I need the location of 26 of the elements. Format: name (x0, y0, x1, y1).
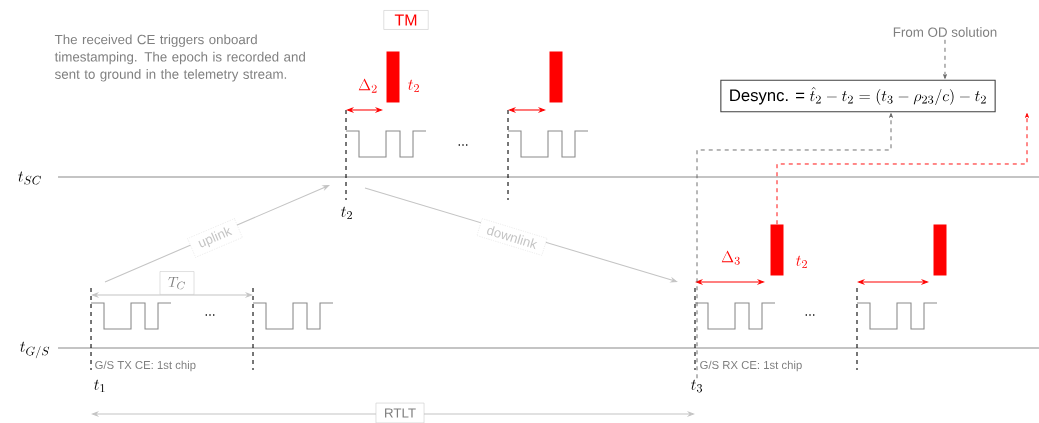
dashed-arrow (696, 113, 893, 379)
timestamp-bar (933, 224, 947, 276)
time-label: $t_1$ (94, 379, 105, 393)
duration-label: RTLT (375, 402, 425, 423)
formula-box: Desync. = $\hat{t}_2 - t_2 = (t_3 - \rho_{23}/c) - t_2$ (720, 79, 996, 113)
offset-label: $\Delta_3$ (721, 250, 740, 265)
timestamp-bar (386, 51, 400, 103)
timestamp-bar (770, 224, 784, 276)
time-label: $t_2$ (341, 206, 352, 220)
axis-label: $t_{G/S}$ (20, 341, 50, 359)
link-label: uplink (187, 218, 243, 258)
dashed-arrow (776, 113, 1029, 225)
note-text: The received CE triggers onboard timestamping. The epoch is recorded and sent to ground in the telemetry stream. (54, 34, 305, 82)
period-label: $T_C$ (159, 271, 195, 295)
time-label: $t_3$ (691, 379, 703, 393)
ellipsis: ... (458, 144, 468, 146)
time-label: $t_2$ (796, 255, 807, 269)
annotation-text: From OD solution (893, 27, 997, 37)
ellipsis: ... (805, 314, 815, 316)
dashed-arrow (943, 39, 947, 79)
packet-label: TM (383, 10, 429, 30)
chip-label: G/S TX CE: 1st chip (95, 360, 196, 372)
chip-label: G/S RX CE: 1st chip (700, 360, 802, 372)
axis-label: $t_{SC}$ (18, 171, 42, 185)
ellipsis: ... (205, 314, 215, 316)
timestamp-bar (549, 51, 563, 103)
